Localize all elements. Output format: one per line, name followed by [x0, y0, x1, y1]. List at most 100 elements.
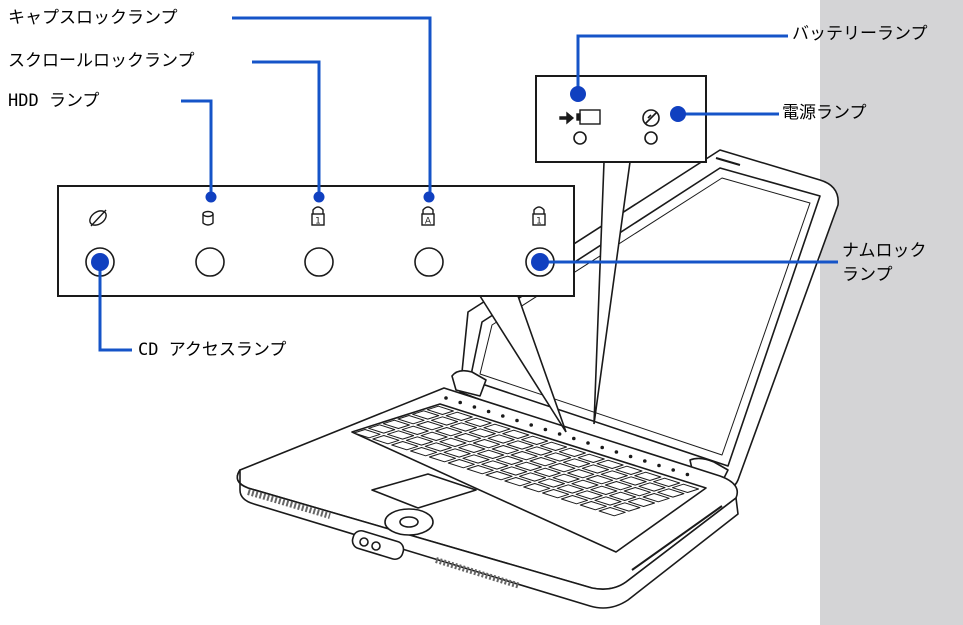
laptop-lid-slit	[715, 157, 741, 166]
keyboard-key	[615, 465, 643, 475]
keyboard-key	[510, 451, 538, 461]
hdd-lamp	[195, 247, 225, 277]
led-dot	[472, 405, 477, 409]
keyboard-key	[464, 417, 492, 427]
power-panel-pointer	[593, 161, 631, 425]
keyboard-key	[447, 459, 475, 469]
keyboard-key	[619, 476, 647, 486]
keyboard-key	[420, 431, 448, 441]
lamp-panel	[57, 185, 575, 433]
keyboard-key	[577, 453, 605, 463]
keyboard-key	[495, 455, 524, 465]
keyboard-key	[466, 465, 494, 475]
keyboard-key	[397, 415, 425, 425]
keyboard-key	[533, 467, 561, 477]
lock-num-icon: 1	[532, 206, 546, 227]
led-dot	[515, 418, 519, 423]
keyboard-key	[539, 441, 568, 451]
keyboard-key	[556, 484, 584, 494]
callout-line-cd	[98, 262, 132, 352]
laptop-hinge-left	[451, 369, 487, 397]
led-dot	[572, 436, 576, 441]
keyboard-key	[586, 475, 614, 485]
keyboard-key	[368, 424, 396, 434]
callout-dots	[91, 86, 686, 271]
keyboard-keys	[353, 405, 700, 517]
keyboard-key	[443, 448, 471, 458]
keyboard-key	[537, 478, 565, 488]
cd-access-lamp-label: CD アクセスランプ	[138, 340, 287, 360]
led-dot	[557, 432, 562, 436]
keyboard-key	[653, 477, 681, 487]
keyboard-key	[491, 445, 519, 455]
keyboard-key	[372, 435, 400, 445]
keyboard-key	[598, 507, 626, 517]
hdd-cylinder-icon	[202, 210, 214, 226]
keyboard-key	[613, 502, 641, 512]
battery-arrow-icon	[559, 109, 601, 125]
keyboard-key	[567, 469, 595, 479]
scroll-lock-lamp	[304, 247, 334, 277]
keyboard-key	[405, 436, 433, 446]
keyboard-key	[671, 483, 700, 493]
keyboard-key	[483, 423, 511, 433]
caps-lock-lamp	[414, 247, 444, 277]
keyboard-key	[581, 464, 609, 474]
keyboard-key	[548, 463, 576, 473]
keyboard-key	[600, 470, 628, 480]
callout-line-scroll-lock	[252, 60, 321, 196]
keyboard-key	[519, 472, 547, 482]
keyboard-key	[500, 466, 528, 476]
keyboard-key	[634, 471, 662, 481]
keyboard-key	[502, 429, 530, 439]
led-dot	[657, 463, 661, 468]
callout-lines	[98, 16, 838, 352]
num-lock-lamp-label-line1: ナムロック	[842, 241, 927, 261]
num-lock-lamp-label-line2: ランプ	[842, 265, 893, 285]
keyboard-key	[412, 410, 440, 420]
keyboard-key	[481, 460, 509, 470]
front-jack-1	[359, 537, 369, 547]
led-dot	[600, 445, 604, 450]
lock-a-icon-glyph: A	[425, 217, 432, 227]
cd-disc-icon	[89, 209, 107, 227]
front-jack-2	[371, 541, 381, 551]
keyboard-key	[468, 428, 496, 438]
keyboard-key	[449, 422, 477, 432]
keyboard-key	[575, 490, 603, 500]
led-dot	[486, 409, 491, 414]
keyboard-key	[579, 501, 607, 511]
callout-line-battery	[576, 34, 788, 94]
callout-line-caps-lock	[232, 16, 432, 196]
touchpad	[371, 473, 477, 509]
keyboard-key	[458, 443, 486, 453]
power-lamp-label: 電源ランプ	[782, 103, 867, 123]
callout-dot-caps-lock	[423, 191, 435, 203]
keyboard-key	[596, 459, 624, 469]
sidebar-strip	[820, 0, 963, 625]
laptop-screen	[469, 167, 821, 467]
keyboard-key	[428, 453, 457, 463]
keyboard-key	[431, 416, 459, 426]
keyboard-key	[504, 477, 532, 487]
battery-lamp-label: バッテリーランプ	[792, 24, 928, 44]
lock-num-icon-glyph: 1	[536, 217, 542, 227]
led-dot	[501, 414, 505, 418]
callout-dot-hdd	[205, 191, 217, 203]
keyboard-key	[435, 427, 463, 437]
keyboard-key	[353, 429, 381, 439]
lock-1-icon-glyph: 1	[315, 217, 321, 227]
keyboard-key	[462, 454, 490, 464]
keyboard-key	[523, 483, 551, 493]
led-dot	[671, 468, 675, 472]
keyboard-key	[382, 419, 410, 429]
keyboard-key	[477, 449, 505, 459]
keyboard-key	[609, 491, 637, 501]
keyboard-key	[657, 488, 685, 498]
keyboard-key	[439, 437, 467, 447]
keyboard-key	[544, 452, 572, 462]
keyboard-key	[391, 441, 419, 451]
led-dot	[614, 450, 619, 454]
lamp-panel-box	[57, 185, 575, 297]
